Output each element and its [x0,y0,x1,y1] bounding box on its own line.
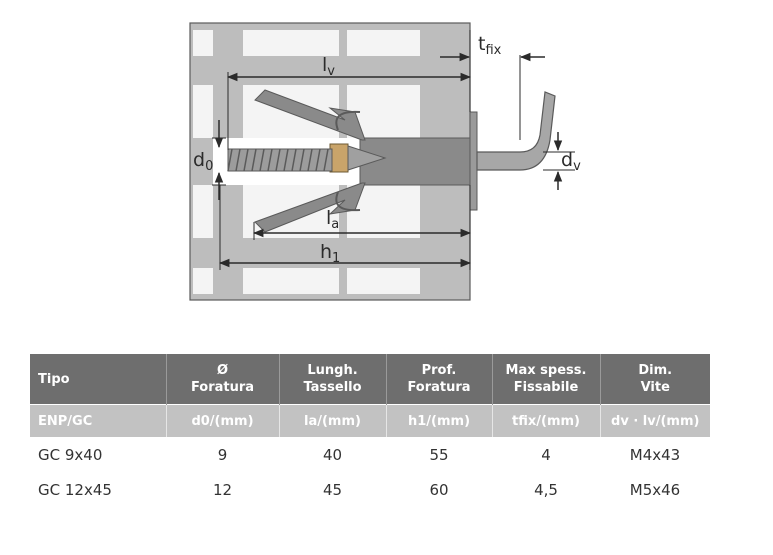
dimension-lines [212,30,575,270]
unit-cell: dv · lv/(mm) [599,404,710,437]
table-cell: 60 [429,480,449,499]
label-la: la [326,207,339,232]
fixture-plate [469,111,478,211]
unit-cell: tfix/(mm) [491,404,600,437]
units-row: ENP/GC d0/(mm) la/(mm) h1/(mm) tfix/(mm)… [30,404,710,437]
table-row: GC 12x45 12 45 60 4,5 M5x46 [30,472,710,507]
label-tfix: tfix [478,33,502,58]
threaded-rod [227,148,333,172]
label-d0: d0 [193,149,213,174]
label-lv: lv [322,54,335,79]
table-row: GC 9x40 9 40 55 4 M4x43 [30,437,710,472]
table-cell: 45 [322,480,343,499]
label-dv: dv [561,149,581,174]
header-profondita: Prof.Foratura [385,354,492,405]
table-cell: 40 [322,445,343,464]
unit-cell: h1/(mm) [385,404,492,437]
unit-cell: la/(mm) [278,404,386,437]
header-tipo: Tipo [30,354,166,405]
dowel-installation-diagram: lv tfix d0 dv la h1 [189,22,581,301]
table-cell: GC 9x40 [38,445,103,464]
hook-bolt [476,91,556,171]
table-cell: 4,5 [534,480,558,499]
header-max-spessore: Max spess.Fissabile [491,354,600,405]
table-cell: 4 [541,445,551,464]
table-cell: 55 [429,445,449,464]
table-cell: GC 12x45 [38,480,112,499]
unit-cell: ENP/GC [30,404,166,437]
table-cell: M4x43 [629,445,681,464]
dowel [254,89,471,233]
label-h1: h1 [320,241,340,266]
table-cell: 12 [212,480,233,499]
table-cell: 9 [217,445,228,464]
table-cell: M5x46 [629,480,681,499]
header-dim-vite: Dim.Vite [599,354,710,405]
unit-cell: d0/(mm) [165,404,279,437]
header-lunghezza: Lungh.Tassello [278,354,386,405]
